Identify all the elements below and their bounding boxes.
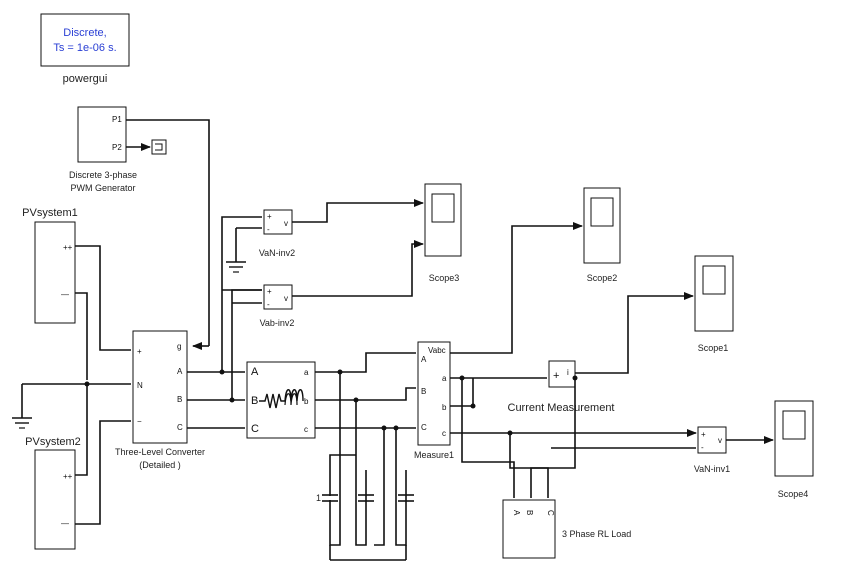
vab-inv2-out: v — [284, 294, 288, 303]
powergui-block[interactable]: Discrete, Ts = 1e-06 s. powergui — [40, 13, 130, 85]
current-label: Current Measurement — [508, 402, 615, 414]
current-out: i — [567, 368, 569, 377]
pv1-minus: — — [61, 290, 69, 299]
capacitor-2-icon — [358, 494, 374, 502]
pv-system-1-block[interactable]: PVsystem1 ++ — — [22, 207, 78, 324]
measure1-block[interactable]: Vabc A B C a b c Measure1 — [414, 341, 454, 460]
three-level-converter-block[interactable]: + N − g A B C Three-Level Converter (Det… — [115, 330, 205, 470]
scope4-label: Scope4 — [778, 489, 809, 499]
measure-in-a: A — [421, 355, 427, 364]
vab-inv2-minus: - — [267, 300, 270, 309]
pwm-label-2: PWM Generator — [70, 183, 135, 193]
current-plus: + — [553, 370, 559, 382]
measure-vabc: Vabc — [428, 346, 446, 355]
pwm-generator-block[interactable]: P1 P2 Discrete 3-phase PWM Generator — [69, 106, 137, 193]
measure-in-b: B — [421, 387, 426, 396]
measure-in-c: C — [421, 423, 427, 432]
van-inv1-minus: - — [701, 443, 704, 452]
van-inv2-label: VaN-inv2 — [259, 248, 295, 258]
converter-port-n: N — [137, 381, 143, 390]
van-inv1-out: v — [718, 436, 722, 445]
converter-port-a: A — [177, 367, 183, 376]
converter-port-minus: − — [137, 417, 142, 426]
measure-label: Measure1 — [414, 450, 454, 460]
pv1-plus: ++ — [63, 243, 73, 252]
filter-capacitors: 1 — [316, 493, 414, 503]
measure-out-c: c — [442, 429, 446, 438]
converter-label-2: (Detailed ) — [139, 460, 181, 470]
scope3-block[interactable]: Scope3 — [424, 183, 462, 283]
measure-out-b: b — [442, 403, 447, 412]
converter-port-c: C — [177, 423, 183, 432]
voltage-measurement-vab-inv2[interactable]: + - v Vab-inv2 — [260, 284, 295, 328]
filter-out-b: b — [304, 397, 309, 406]
rl-filter-icon — [259, 389, 304, 409]
van-inv1-plus: + — [701, 430, 706, 439]
scope2-label: Scope2 — [587, 273, 618, 283]
converter-port-g: g — [177, 342, 181, 351]
measure-out-a: a — [442, 374, 447, 383]
vab-inv2-plus: + — [267, 287, 272, 296]
van-inv1-label: VaN-inv1 — [694, 464, 730, 474]
scope2-block[interactable]: Scope2 — [583, 187, 621, 283]
filter-in-c: C — [251, 423, 259, 435]
three-phase-rl-load-block[interactable]: A B C 3 Phase RL Load — [502, 499, 631, 559]
pv1-label: PVsystem1 — [22, 207, 78, 219]
pv2-label: PVsystem2 — [25, 436, 81, 448]
van-inv2-out: v — [284, 219, 288, 228]
ground-symbol-dc — [12, 417, 32, 429]
capacitor-label: 1 — [316, 493, 321, 503]
load-label: 3 Phase RL Load — [562, 529, 631, 539]
current-measurement-block[interactable]: + i Current Measurement — [508, 360, 615, 414]
converter-label-1: Three-Level Converter — [115, 447, 205, 457]
junction-dots — [84, 369, 578, 436]
scope3-label: Scope3 — [429, 273, 460, 283]
pv-system-2-block[interactable]: PVsystem2 ++ — — [25, 436, 81, 550]
three-phase-filter-block[interactable]: A B C a b c — [246, 361, 316, 439]
pv2-plus: ++ — [63, 472, 73, 481]
van-inv2-plus: + — [267, 212, 272, 221]
filter-out-a: a — [304, 368, 309, 377]
filter-out-c: c — [304, 425, 308, 434]
powergui-label: powergui — [63, 73, 108, 85]
converter-port-plus: + — [137, 347, 142, 356]
converter-port-b: B — [177, 395, 182, 404]
powergui-line1: Discrete, — [63, 27, 106, 39]
filter-in-a: A — [251, 366, 259, 378]
capacitor-1-icon — [322, 494, 338, 502]
terminator-block[interactable] — [151, 139, 167, 155]
scope1-block[interactable]: Scope1 — [694, 255, 734, 353]
pwm-label-1: Discrete 3-phase — [69, 170, 137, 180]
pwm-port-p1: P1 — [112, 115, 122, 124]
capacitor-3-icon — [398, 494, 414, 502]
van-inv2-minus: - — [267, 225, 270, 234]
load-port-a: A — [512, 510, 521, 516]
vab-inv2-label: Vab-inv2 — [260, 318, 295, 328]
ground-symbol-vm — [226, 261, 246, 273]
load-port-b: B — [525, 510, 534, 515]
pwm-port-p2: P2 — [112, 143, 122, 152]
load-port-c: C — [546, 510, 555, 516]
scope4-block[interactable]: Scope4 — [774, 400, 814, 499]
pv2-minus: — — [61, 519, 69, 528]
voltage-measurement-van-inv1[interactable]: + - v VaN-inv1 — [694, 426, 730, 474]
voltage-measurement-van-inv2[interactable]: + - v VaN-inv2 — [259, 209, 295, 258]
powergui-line2: Ts = 1e-06 s. — [53, 42, 116, 54]
filter-in-b: B — [251, 395, 258, 407]
scope1-label: Scope1 — [698, 343, 729, 353]
